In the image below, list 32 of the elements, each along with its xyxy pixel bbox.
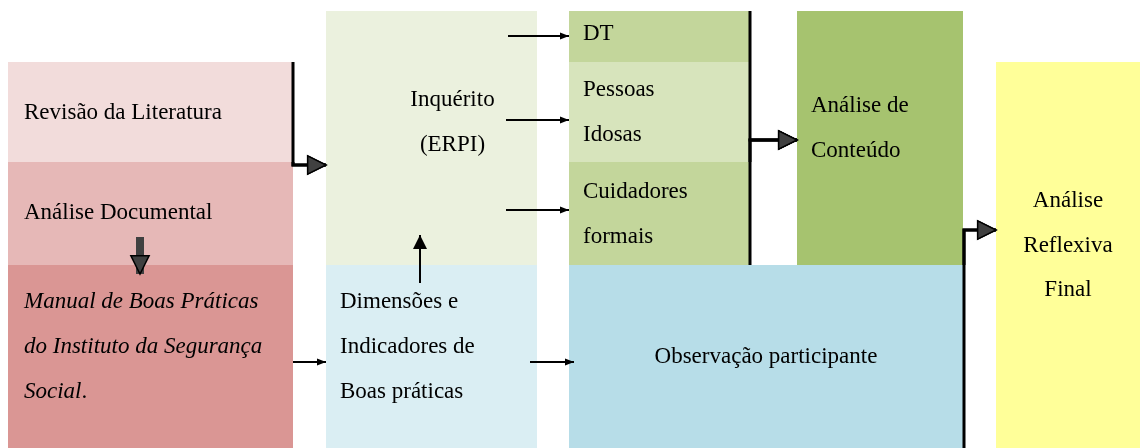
- arrow: [529, 358, 575, 366]
- box-label: Análise de Conteúdo: [811, 91, 910, 164]
- bracket-arrow: [748, 130, 798, 265]
- box-label: Cuidadores formais: [583, 176, 689, 250]
- category-box: [569, 162, 750, 265]
- box-label: Observação participante: [654, 342, 878, 371]
- box-label: DT: [583, 19, 614, 47]
- arrow: [505, 206, 570, 214]
- process-box: [8, 62, 293, 162]
- process-box: [996, 62, 1140, 448]
- process-box: [797, 11, 963, 265]
- box-label: Inquérito (ERPI): [409, 85, 496, 158]
- process-box: [8, 265, 293, 448]
- category-box: [569, 11, 750, 62]
- category-box: [569, 62, 750, 162]
- arrow: [505, 116, 570, 124]
- box-label: Revisão da Literatura: [24, 97, 222, 126]
- box-label: Manual de Boas Práticas do Instituto da Segurança Social.: [24, 287, 264, 405]
- process-box: [569, 265, 963, 448]
- bracket-arrow: [291, 155, 327, 175]
- box-label: Análise Reflexiva Final: [1022, 185, 1114, 304]
- process-box: [326, 265, 537, 448]
- bracket-arrow: [962, 220, 997, 448]
- arrow: [292, 358, 327, 366]
- arrow: [413, 234, 427, 284]
- box-label: Análise Documental: [24, 198, 213, 226]
- process-box: [8, 162, 293, 265]
- arrow: [507, 32, 570, 40]
- process-box: [326, 11, 537, 265]
- box-label: Pessoas Idosas: [583, 75, 656, 148]
- arrow: [130, 237, 150, 275]
- box-label: Dimensões e Indicadores de Boas práticas: [340, 287, 476, 405]
